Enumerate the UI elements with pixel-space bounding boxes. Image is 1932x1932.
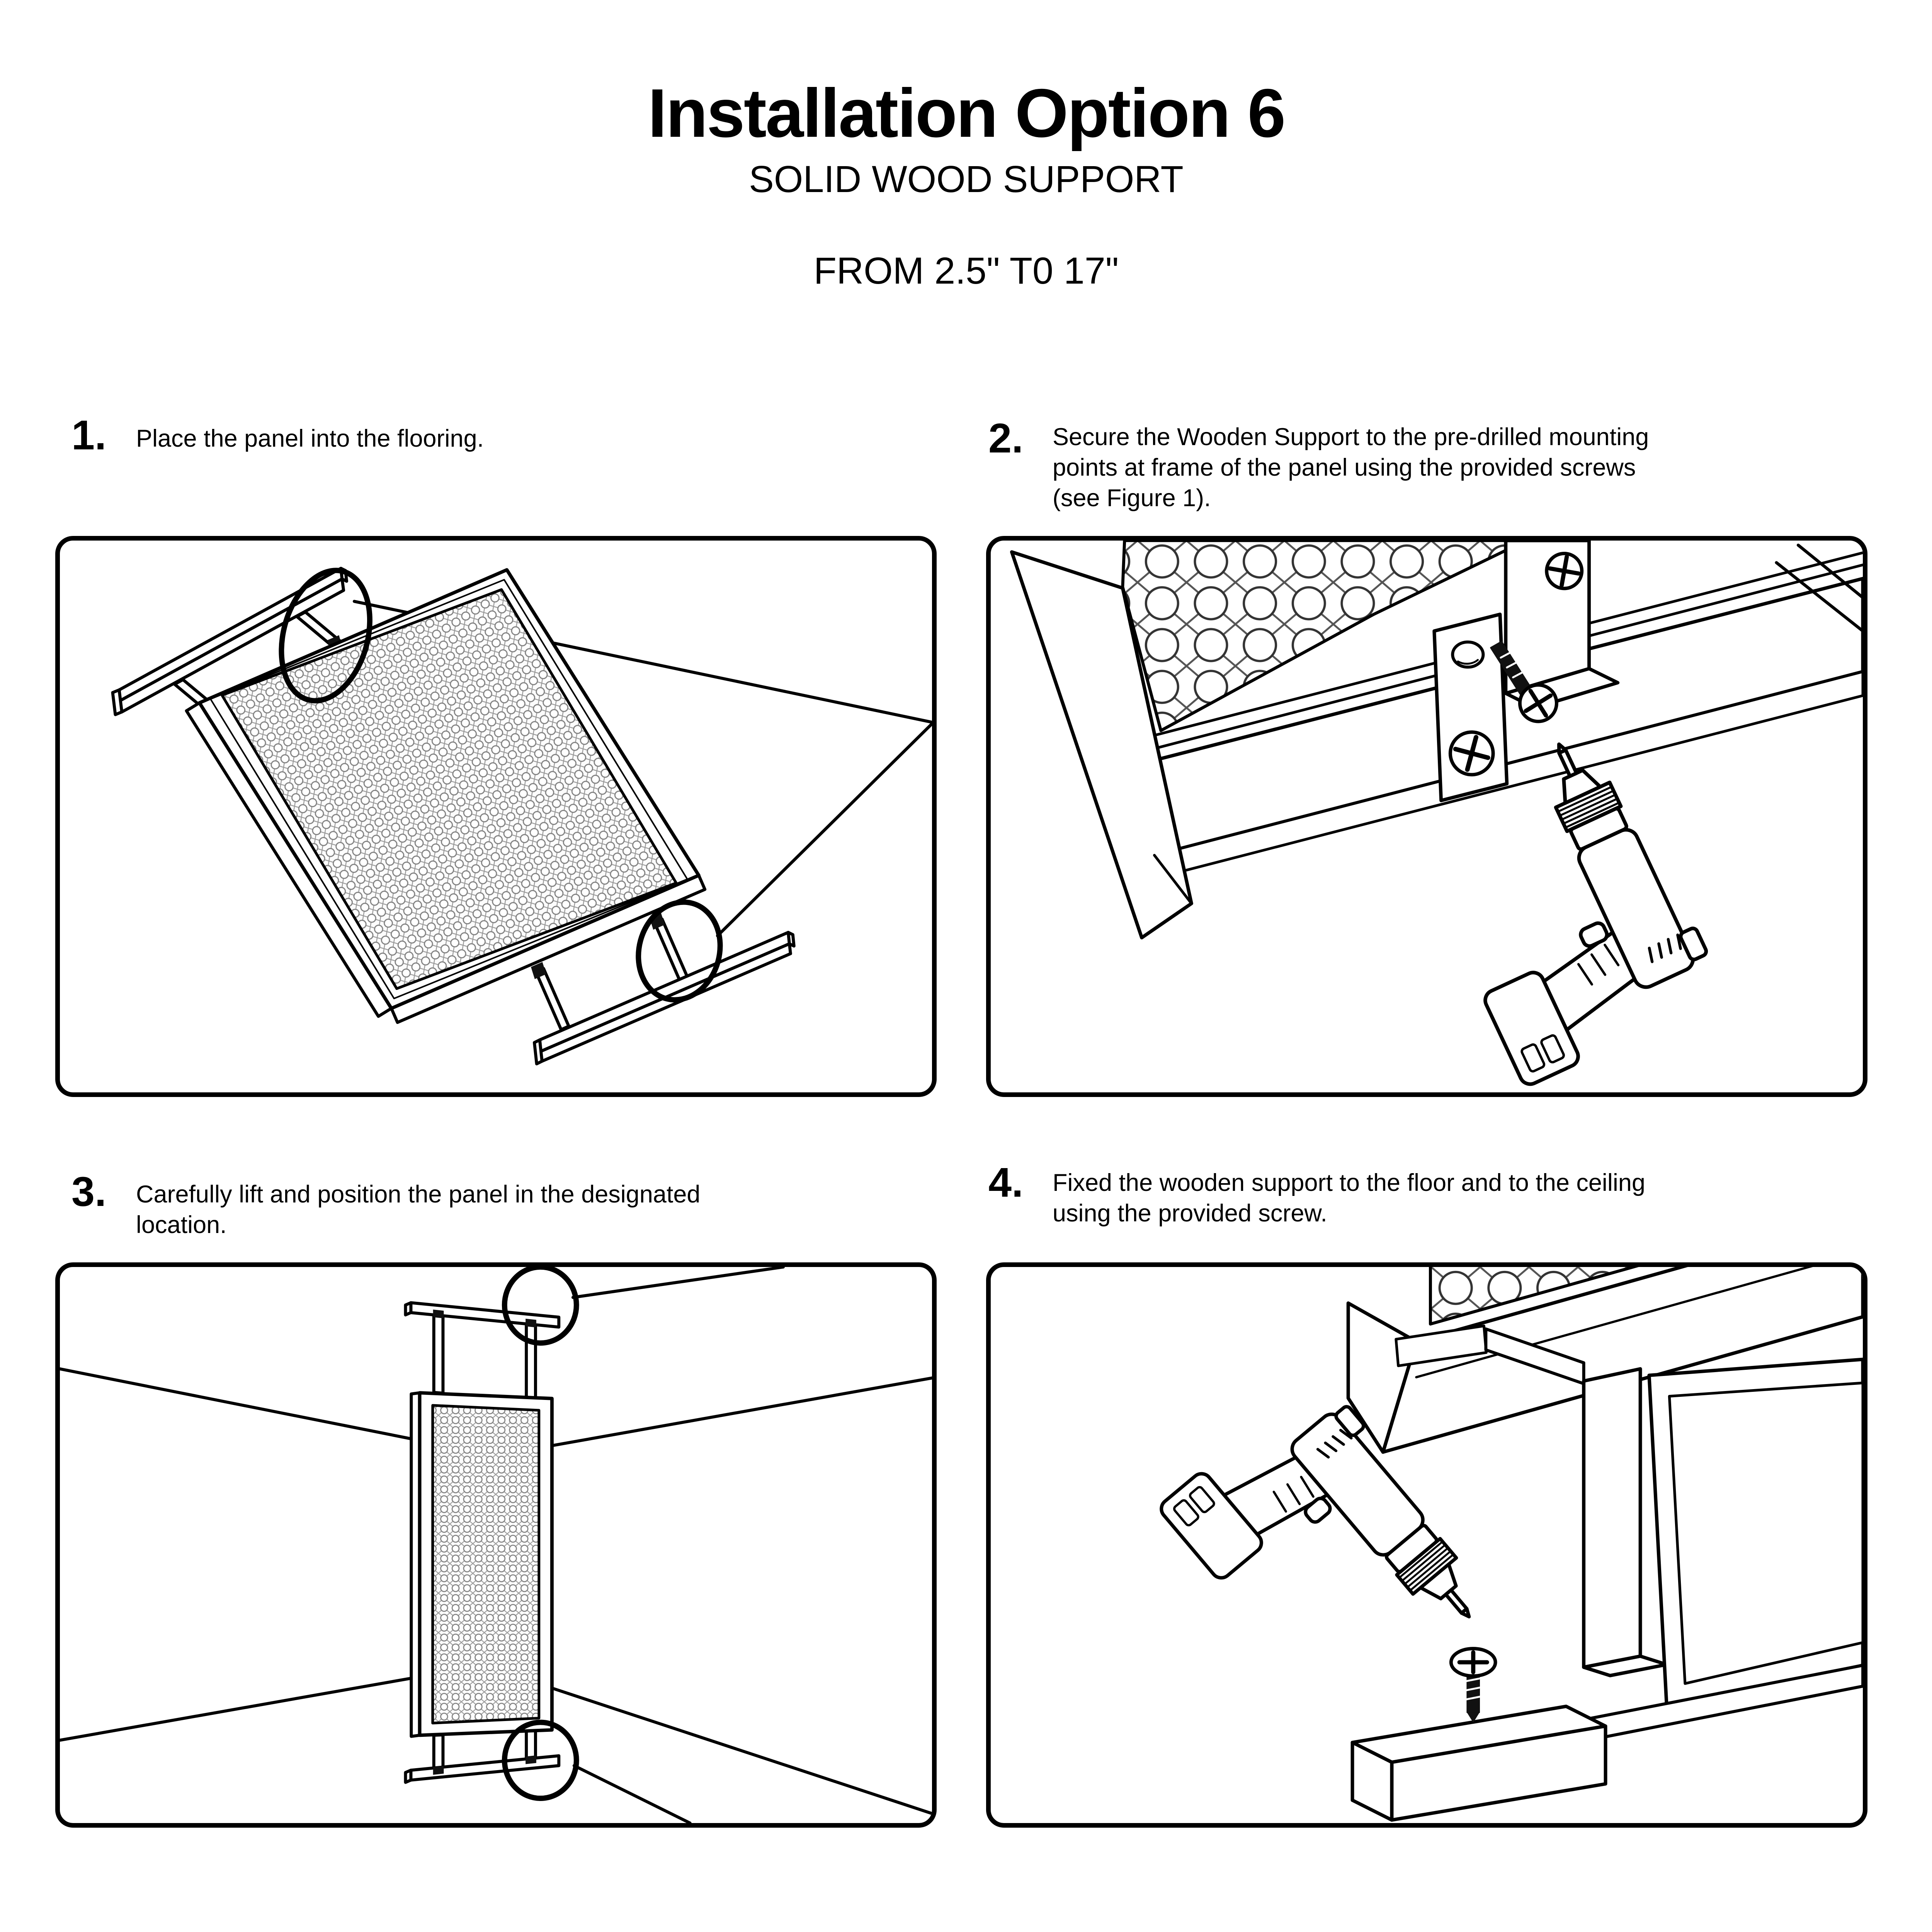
page-title: Installation Option 6: [648, 75, 1286, 151]
step-4-text: Fixed the wooden support to the floor an…: [1053, 1169, 1645, 1227]
step-3-text: Carefully lift and position the panel in…: [136, 1181, 701, 1238]
cane-panel-flat: [185, 568, 707, 1024]
drill-bracket-detail-illustration: [1010, 541, 1863, 1092]
mounting-tab: [526, 1755, 536, 1764]
magnifier-leader-lines: [571, 1267, 785, 1823]
screw-icon: [1449, 1647, 1497, 1723]
figure-1-box: [55, 536, 937, 1097]
panel-frame-upright: [1647, 1357, 1863, 1708]
mounting-tab: [526, 1318, 536, 1328]
figure-4-box: [986, 1262, 1867, 1828]
cane-panel-upright: [410, 1391, 554, 1738]
step-4-number: 4.: [988, 1159, 1024, 1206]
step-2-number: 2.: [988, 415, 1024, 461]
mounting-tab: [433, 1766, 444, 1775]
header: Installation Option 6 SOLID WOOD SUPPORT…: [0, 77, 1932, 294]
cane-mesh: [431, 1404, 541, 1725]
panel-upright-room-illustration: [60, 1267, 932, 1823]
room-perspective-lines: [60, 1367, 932, 1815]
panel-into-flooring-illustration: [111, 566, 932, 1066]
detail-circle-bottom: [636, 899, 723, 1003]
support-post: [432, 1310, 445, 1395]
figure-3-box: [55, 1262, 937, 1828]
support-post: [653, 917, 689, 982]
step-1-text: Place the panel into the flooring.: [136, 425, 484, 452]
subtitle-line-1: SOLID WOOD SUPPORT: [749, 158, 1184, 200]
step-2-text: Secure the Wooden Support to the pre-dri…: [1053, 423, 1649, 512]
drill-floor-screw-illustration: [991, 1267, 1863, 1822]
detail-circle-top: [279, 568, 372, 704]
mounting-tab: [433, 1310, 444, 1318]
panel-frame-beam: [1346, 1267, 1863, 1454]
bottom-support-rail: [404, 1728, 561, 1784]
step-1-number: 1.: [71, 412, 107, 458]
bottom-support-rail: [532, 917, 796, 1066]
floor-support-beam: [1350, 1704, 1607, 1822]
screw-icon: [1490, 641, 1558, 723]
figure-2-box: [986, 536, 1867, 1097]
mounting-tab: [531, 962, 546, 979]
step-3-number: 3.: [71, 1168, 107, 1215]
page-subtitle: SOLID WOOD SUPPORT FROM 2.5" T0 17": [0, 156, 1932, 294]
top-support-rail: [404, 1301, 561, 1400]
detail-circle-top: [502, 1267, 579, 1346]
support-post: [525, 1319, 537, 1400]
wooden-support-post: [1582, 1367, 1668, 1677]
mounting-bracket: [1395, 1325, 1488, 1367]
ceiling-rail-lines: [1775, 543, 1863, 633]
subtitle-line-2: FROM 2.5" T0 17": [813, 249, 1119, 292]
cane-mesh: [221, 588, 678, 990]
detail-circle-bottom: [502, 1719, 579, 1801]
cane-mesh-corner: [1429, 1267, 1639, 1326]
mounting-bracket: [1432, 612, 1509, 803]
support-post: [534, 967, 570, 1031]
cane-mesh-corner: [1121, 541, 1528, 732]
